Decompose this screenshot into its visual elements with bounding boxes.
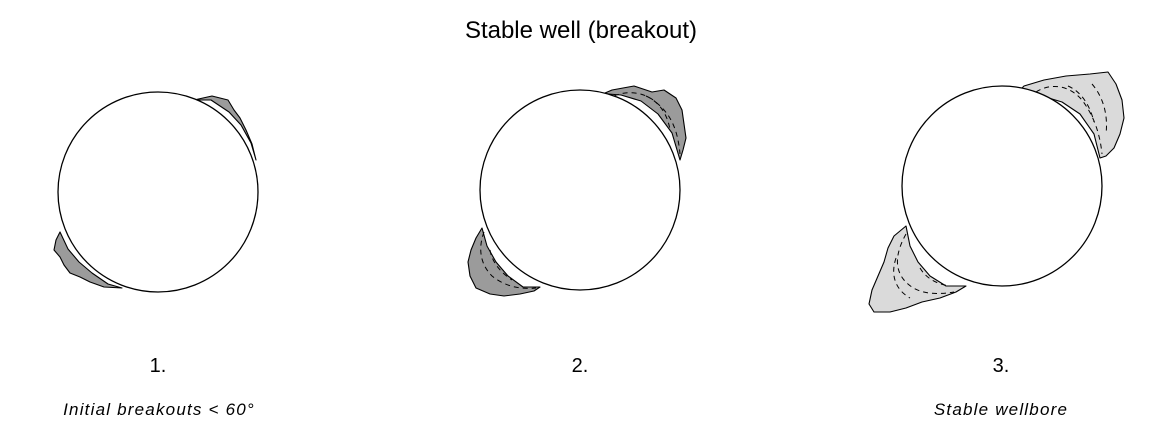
stage-1-wellbore-circle: [57, 91, 259, 293]
stage-2-breakout-upper: [597, 85, 687, 161]
stage-2-wellbore-group: [467, 85, 687, 297]
stage-2-breakout-upper-dashes: [613, 92, 681, 155]
stage-3-breakout-upper: [1015, 71, 1125, 159]
stage-1-wellbore-group: [53, 91, 259, 293]
stage-1-caption: Initial breakouts < 60°: [63, 400, 255, 419]
stage-2-breakout-lower-dashes: [480, 231, 537, 289]
stage-3-caption: Stable wellbore: [933, 400, 1069, 419]
stage-2-wellbore-circle: [479, 89, 681, 291]
stage-3-wellbore-circle: [901, 85, 1103, 287]
stage-3-wellbore-group: [868, 71, 1125, 313]
stage-2-breakout-lower: [467, 227, 541, 297]
stage-1-number: 1.: [149, 355, 167, 377]
stage-1-breakout-upper: [193, 95, 257, 161]
diagram-title: Stable well (breakout): [464, 17, 698, 44]
stage-3-breakout-upper-dashes: [1035, 83, 1107, 155]
stage-1-breakout-lower: [53, 231, 123, 289]
stage-3-breakout-lower: [868, 225, 967, 313]
stage-3-breakout-lower-dashes: [893, 233, 955, 299]
stage-3-number: 3.: [992, 355, 1010, 377]
stage-2-number: 2.: [571, 355, 589, 377]
